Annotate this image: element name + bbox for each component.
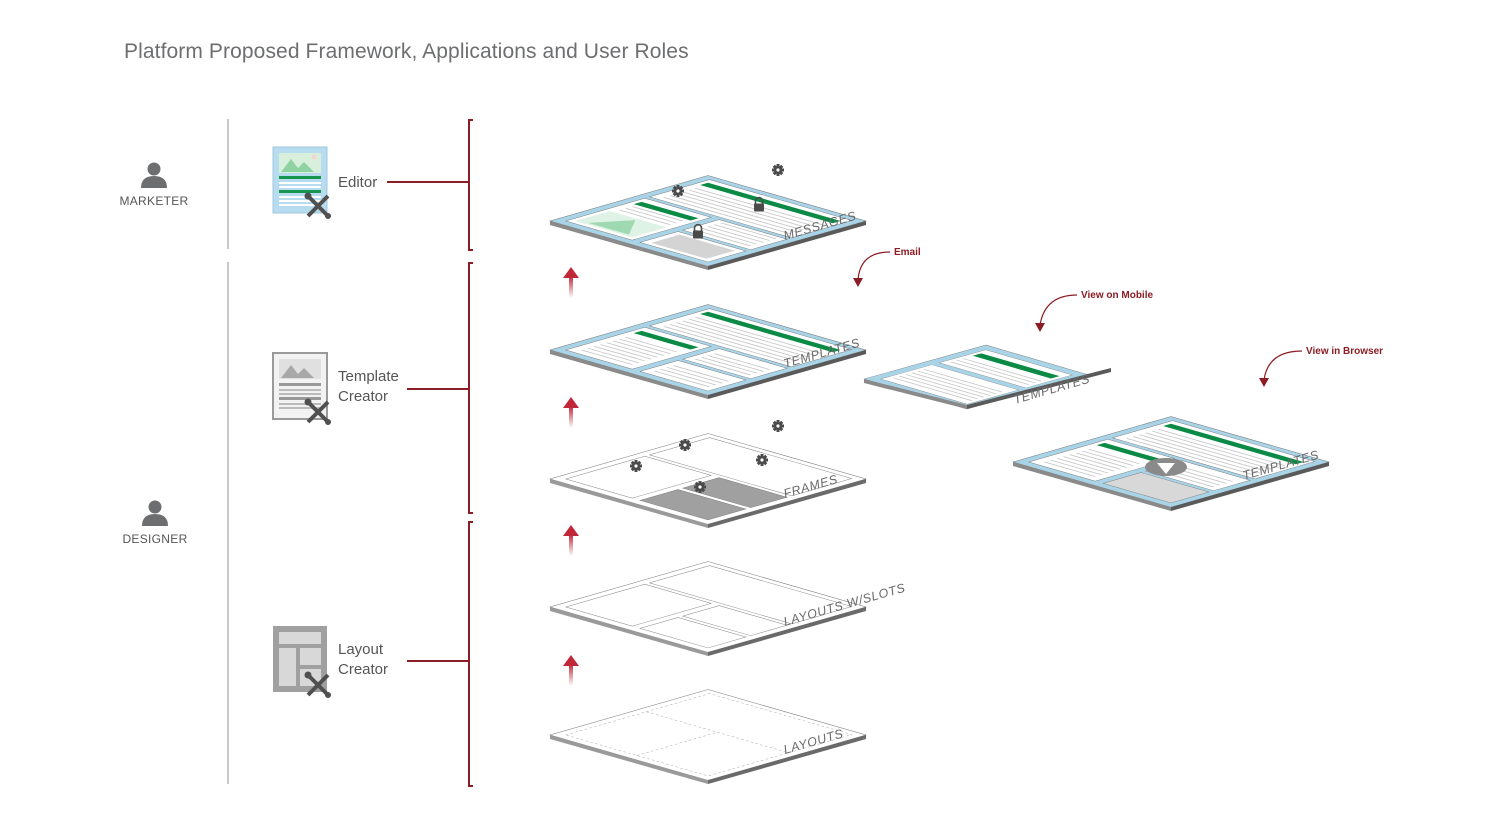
gear-icon: [756, 454, 768, 466]
gear-icon: [772, 164, 784, 176]
bracket-template-creator: [468, 262, 473, 514]
play-icon: [1145, 458, 1187, 476]
app-layout-creator-label: Layout Creator: [338, 640, 388, 680]
connector-template-creator: [407, 388, 469, 390]
app-template-creator-line1: Template: [338, 368, 399, 385]
person-icon: [141, 162, 167, 188]
bracket-layout-creator: [468, 521, 473, 787]
role-marketer-label: MARKETER: [119, 194, 189, 208]
callout-mobile: View on Mobile: [1081, 290, 1153, 301]
layout-app-icon: [273, 626, 331, 698]
connector-editor: [387, 181, 469, 183]
gear-icon: [694, 481, 706, 493]
connector-layout-creator: [407, 660, 469, 662]
gear-icon: [672, 185, 684, 197]
app-template-creator-line2: Creator: [338, 388, 389, 405]
layer-templates-mobile: [863, 344, 1090, 410]
up-arrow-icon: [563, 397, 579, 428]
up-arrow-icon: [563, 525, 579, 556]
page-title: Platform Proposed Framework, Application…: [124, 40, 689, 63]
divider-marketer: [227, 119, 229, 249]
app-template-creator-label: Template Creator: [338, 367, 399, 407]
gear-icon: [679, 439, 691, 451]
template-app-icon: [272, 352, 331, 425]
role-designer-label: DESIGNER: [122, 532, 188, 546]
editor-app-icon: [272, 146, 331, 219]
app-editor-text: Editor: [338, 174, 378, 191]
callout-email: Email: [894, 247, 921, 258]
role-designer: DESIGNER: [115, 500, 195, 546]
gear-icon: [630, 460, 642, 472]
up-arrow-icon: [563, 267, 579, 298]
bracket-editor: [468, 119, 473, 251]
app-layout-creator-line1: Layout: [338, 641, 384, 658]
divider-designer: [227, 262, 229, 784]
up-arrow-icon: [563, 655, 579, 686]
app-editor-label: Editor: [338, 173, 377, 193]
callout-browser: View in Browser: [1306, 346, 1383, 357]
role-marketer: MARKETER: [114, 162, 194, 208]
gear-icon: [772, 420, 784, 432]
person-icon: [142, 500, 168, 526]
app-layout-creator-line2: Creator: [338, 661, 389, 678]
